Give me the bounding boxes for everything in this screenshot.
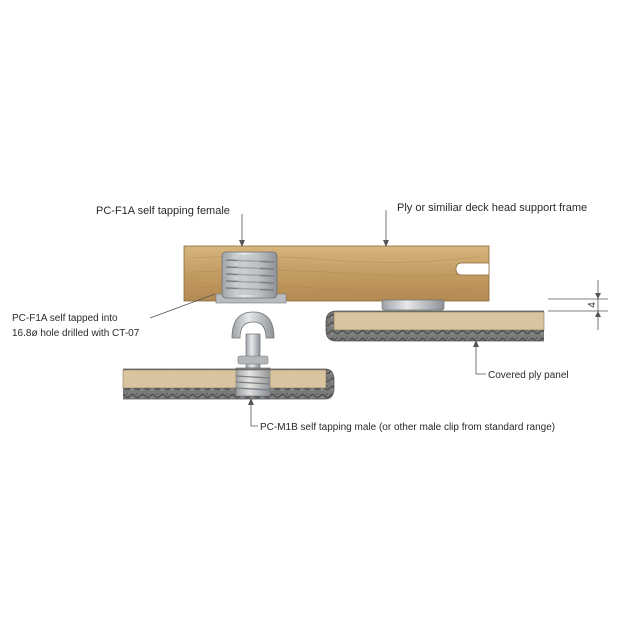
label-tapped-line1: PC-F1A self tapped into — [12, 313, 118, 324]
dimension-marker: 4 — [548, 280, 608, 330]
panel-spacer — [381, 299, 445, 311]
panel-lower-face — [122, 369, 327, 389]
panel-upper-backing — [334, 330, 544, 338]
covered-ply-panel-upper — [325, 310, 545, 342]
frame-slot — [455, 262, 490, 276]
label-male-clip: PC-M1B self tapping male (or other male … — [260, 422, 555, 433]
panel-lower-backing — [123, 388, 326, 396]
male-clip-head — [231, 311, 275, 339]
dimension-value: 4 — [587, 302, 598, 308]
panel-upper-face — [333, 311, 545, 331]
leader-lines — [149, 210, 486, 427]
female-clip — [221, 251, 278, 299]
label-tapped-line2: 16.8ø hole drilled with CT-07 — [12, 328, 140, 339]
label-female-clip: PC-F1A self tapping female — [96, 205, 230, 217]
male-clip-collar — [237, 355, 269, 365]
label-support-frame: Ply or similiar deck head support frame — [397, 202, 587, 214]
covered-ply-panel-lower — [122, 368, 335, 400]
label-covered-panel: Covered ply panel — [488, 370, 569, 381]
female-clip-core — [238, 255, 260, 295]
male-clip-insert-threads — [235, 375, 271, 391]
